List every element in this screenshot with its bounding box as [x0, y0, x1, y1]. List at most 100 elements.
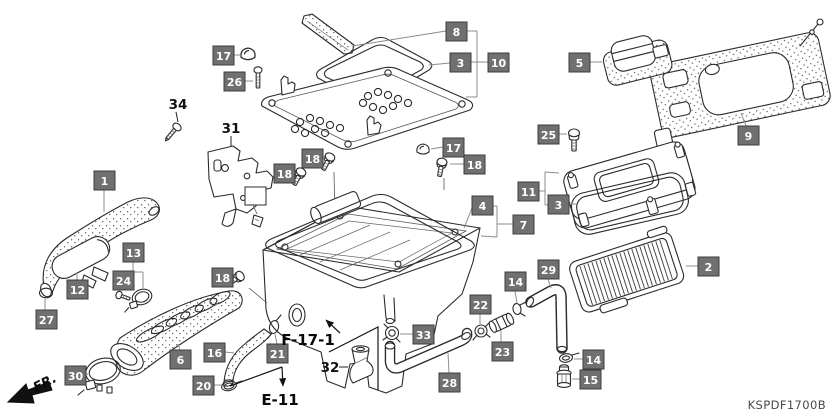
callout-box-23[interactable] — [491, 341, 514, 362]
filter-pleat-line — [591, 261, 605, 302]
callout-18-9[interactable]: 18 — [463, 154, 486, 175]
callout-18-7[interactable]: 18 — [273, 163, 296, 184]
callout-22-20[interactable]: 22 — [469, 294, 492, 315]
wire-clamp-33 — [382, 323, 401, 343]
callout-box-25[interactable] — [537, 124, 560, 145]
callout-28-23[interactable]: 28 — [438, 372, 461, 393]
callout-13-28[interactable]: 13 — [122, 242, 145, 263]
callout-8-3[interactable]: 8 — [445, 21, 468, 42]
callout-23-21[interactable]: 23 — [491, 341, 514, 362]
callout-29-18[interactable]: 29 — [537, 259, 560, 280]
callout-box-18[interactable] — [211, 267, 234, 288]
callout-1-0[interactable]: 1 — [93, 170, 116, 191]
callout-box-27[interactable] — [35, 309, 58, 330]
ref-arrow-icon — [278, 366, 287, 387]
callout-box-14[interactable] — [504, 271, 527, 292]
callout-box-24[interactable] — [112, 270, 135, 291]
air-filter-element-part-2 — [569, 225, 685, 314]
callout-box-29[interactable] — [537, 259, 560, 280]
filter-pleat-line — [647, 243, 661, 284]
callout-label-17: 17 — [446, 142, 461, 155]
callout-15-25[interactable]: 15 — [579, 369, 602, 390]
callout-5-10[interactable]: 5 — [568, 52, 591, 73]
callout-box-26[interactable] — [223, 71, 246, 92]
callout-27-27[interactable]: 27 — [35, 309, 58, 330]
callout-box-21[interactable] — [266, 343, 289, 364]
callout-box-30[interactable] — [64, 365, 87, 386]
callout-20-33[interactable]: 20 — [192, 375, 215, 396]
callout-18-30[interactable]: 18 — [211, 267, 234, 288]
callout-25-11[interactable]: 25 — [537, 124, 560, 145]
ref-arrow-icon — [325, 319, 341, 334]
callout-3-14[interactable]: 3 — [547, 194, 570, 215]
callout-box-17[interactable] — [212, 45, 235, 66]
callout-33-22[interactable]: 33 — [412, 324, 435, 345]
callout-box-13[interactable] — [122, 242, 145, 263]
ref-link-E-11[interactable]: E-11 — [261, 391, 298, 409]
callout-box-14[interactable] — [582, 349, 605, 370]
callout-box-17[interactable] — [442, 137, 465, 158]
callout-box-blank[interactable] — [244, 186, 267, 206]
callout-label-17: 17 — [216, 50, 231, 63]
callout-14-24[interactable]: 14 — [582, 349, 605, 370]
filter-pleat-line — [607, 256, 621, 297]
callout-label-27: 27 — [39, 314, 54, 327]
callout-box-18[interactable] — [301, 148, 324, 169]
filter-pleat-line — [631, 248, 645, 289]
callout-box-15[interactable] — [579, 369, 602, 390]
callout-3-4[interactable]: 3 — [449, 52, 472, 73]
callout-box-5[interactable] — [568, 52, 591, 73]
callout-14-19[interactable]: 14 — [504, 271, 527, 292]
callout-26-2[interactable]: 26 — [223, 71, 246, 92]
callout-24-29[interactable]: 24 — [112, 270, 135, 291]
screw-34 — [164, 122, 182, 142]
callout-box-9[interactable] — [737, 125, 760, 146]
front-direction-marker: FR. — [6, 371, 59, 404]
callout-10-5[interactable]: 10 — [487, 52, 510, 73]
callout-17-1[interactable]: 17 — [212, 45, 235, 66]
drain-funnel-part-32 — [349, 345, 374, 384]
fastener-number-34: 34 — [169, 97, 188, 113]
callout-box-3[interactable] — [547, 194, 570, 215]
callout-21-34[interactable]: 21 — [266, 343, 289, 364]
callout-label-10: 10 — [491, 57, 507, 70]
callout-box-22[interactable] — [469, 294, 492, 315]
filter-pleat-line — [599, 259, 613, 299]
filter-pleat-line — [579, 265, 593, 306]
callout-box-7[interactable] — [512, 214, 535, 235]
callout-box-33[interactable] — [412, 324, 435, 345]
filter-pleat-line — [583, 264, 597, 304]
callout-12-26[interactable]: 12 — [66, 279, 89, 300]
clip-14 — [512, 301, 527, 317]
top-plate-part-10 — [261, 66, 474, 150]
callout-11-13[interactable]: 11 — [517, 181, 540, 202]
callout-box-28[interactable] — [438, 372, 461, 393]
callout-box-8[interactable] — [445, 21, 468, 42]
filter-pleat-line — [643, 245, 657, 285]
callout-17-8[interactable]: 17 — [442, 137, 465, 158]
callout-4-16[interactable]: 4 — [471, 195, 494, 216]
callout-18-6[interactable]: 18 — [301, 148, 324, 169]
callout-box-1[interactable] — [93, 170, 116, 191]
callout-label-30: 30 — [68, 370, 84, 383]
callout-box-18[interactable] — [273, 163, 296, 184]
callout-box-20[interactable] — [192, 375, 215, 396]
callout-9-12[interactable]: 9 — [737, 125, 760, 146]
callout-box-4[interactable] — [471, 195, 494, 216]
callout-box-6[interactable] — [169, 349, 192, 370]
callout-2-17[interactable]: 2 — [697, 256, 720, 277]
callout-7-15[interactable]: 7 — [512, 214, 535, 235]
callout-30-35[interactable]: 30 — [64, 365, 87, 386]
callout-box-10[interactable] — [487, 52, 510, 73]
callout-box-2[interactable] — [697, 256, 720, 277]
ref-link-F-17-1[interactable]: F-17-1 — [281, 331, 335, 349]
callout-box-3[interactable] — [449, 52, 472, 73]
callout-box-12[interactable] — [66, 279, 89, 300]
callout-box-18[interactable] — [463, 154, 486, 175]
callout-box-16[interactable] — [203, 342, 226, 363]
callout-box-11[interactable] — [517, 181, 540, 202]
callout-16-32[interactable]: 16 — [203, 342, 226, 363]
filter-pleats — [579, 239, 673, 306]
callout-6-31[interactable]: 6 — [169, 349, 192, 370]
